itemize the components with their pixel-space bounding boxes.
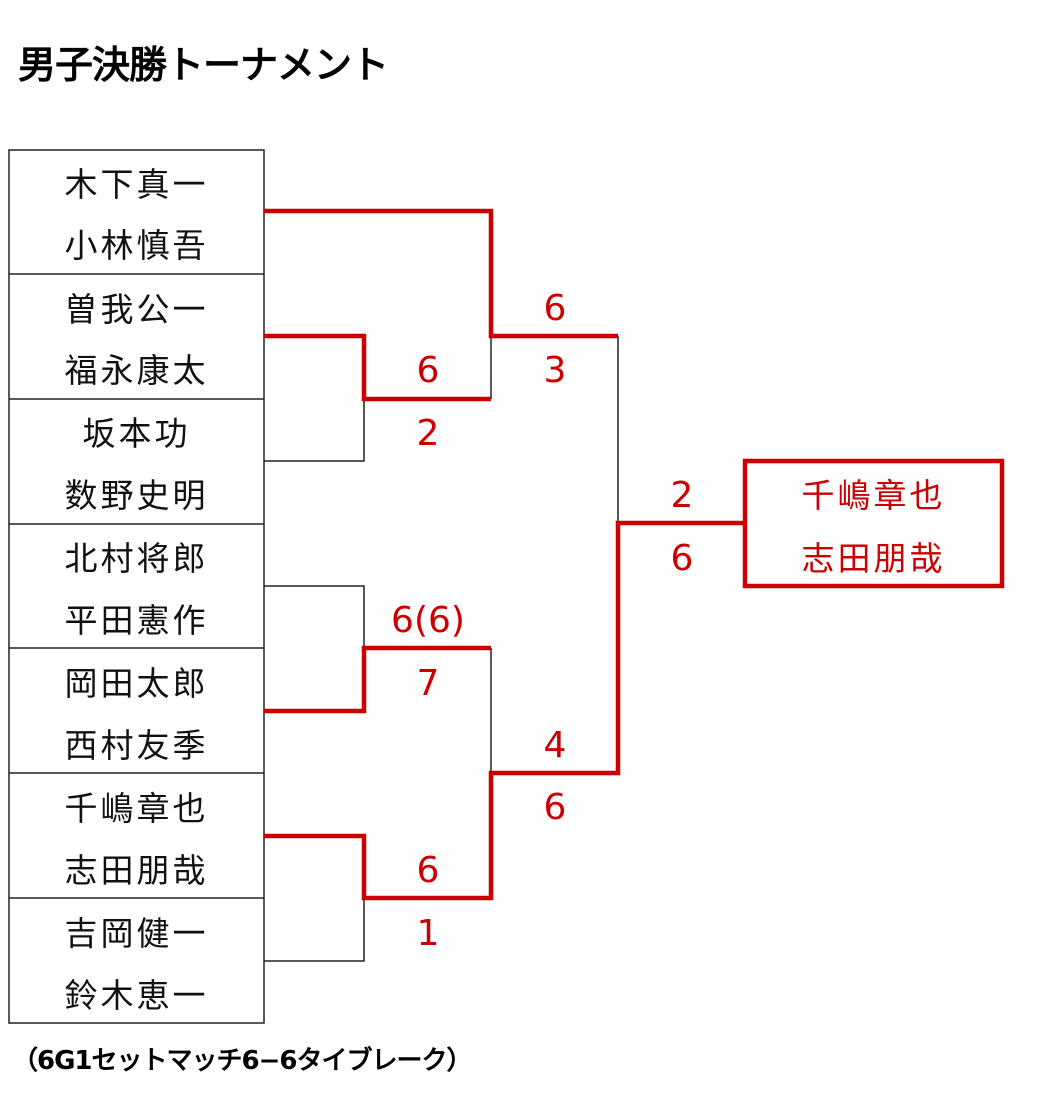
player-name: 福永康太 <box>64 351 209 390</box>
bracket-line-loser <box>264 399 365 462</box>
match-score: 6 <box>416 350 440 391</box>
entry-box-frame <box>8 149 265 1024</box>
match-score: 6 <box>416 850 440 891</box>
match-score: 6(6) <box>391 600 465 641</box>
champion-name: 志田朋哉 <box>801 539 946 578</box>
match-score: 3 <box>543 350 567 391</box>
match-score: 2 <box>670 475 694 516</box>
match-score: 6 <box>543 787 567 828</box>
player-name: 小林慎吾 <box>64 226 209 265</box>
player-name: 北村将郎 <box>64 539 209 578</box>
page-title: 男子決勝トーナメント <box>18 43 389 87</box>
bracket-line-winner <box>264 520 745 901</box>
player-name: 吉岡健一 <box>64 914 209 953</box>
bracket-line-winner <box>264 208 618 339</box>
format-note: （6G1セットマッチ6−6タイブレーク） <box>12 1046 472 1076</box>
player-name: 曽我公一 <box>64 290 209 329</box>
bracket-line-winner <box>264 645 491 714</box>
player-name: 岡田太郎 <box>64 664 209 703</box>
match-score: 4 <box>543 725 567 766</box>
bracket-line-loser <box>264 585 365 648</box>
match-score: 6 <box>670 538 694 579</box>
player-name: 志田朋哉 <box>64 851 209 890</box>
player-name: 鈴木恵一 <box>64 976 209 1015</box>
player-name: 数野史明 <box>64 476 209 515</box>
match-score: 7 <box>416 663 440 704</box>
player-name: 西村友季 <box>64 726 209 765</box>
champion-name: 千嶋章也 <box>801 476 946 515</box>
player-name: 木下真一 <box>64 165 209 204</box>
match-score: 2 <box>416 413 440 454</box>
player-name: 千嶋章也 <box>64 789 209 828</box>
bracket-line-loser <box>264 898 365 962</box>
champion-box <box>742 458 1005 589</box>
bracket-line-winner <box>264 333 491 402</box>
player-name: 坂本功 <box>82 414 191 453</box>
player-name: 平田憲作 <box>64 601 209 640</box>
match-score: 1 <box>416 913 440 954</box>
match-score: 6 <box>543 288 567 329</box>
